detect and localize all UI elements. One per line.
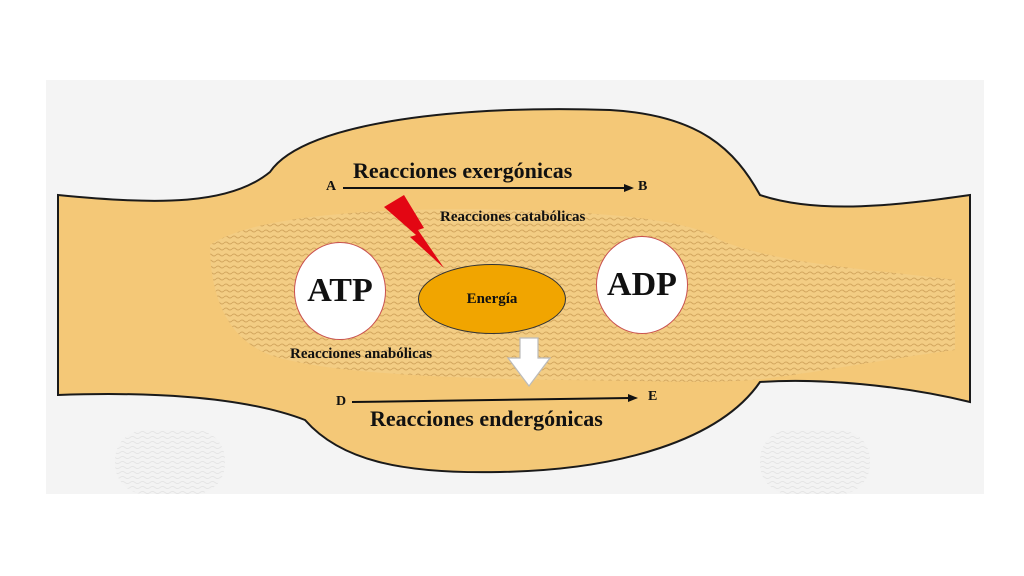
lightning-icon: [384, 195, 444, 268]
exergonic-title: Reacciones exergónicas: [353, 158, 573, 183]
anabolic-label: Reacciones anabólicas: [290, 346, 433, 362]
atp-circle: ATP: [294, 242, 386, 340]
energy-ellipse: Energía: [418, 264, 566, 334]
catabolic-label: Reacciones catabólicas: [440, 209, 586, 225]
energy-label: Energía: [466, 290, 518, 307]
label-a: A: [326, 179, 337, 194]
label-e: E: [648, 389, 658, 404]
down-arrow-icon: [506, 337, 552, 387]
endergonic-arrowhead: [628, 394, 638, 402]
background-texture-right: [760, 430, 870, 494]
endergonic-arrow: [351, 397, 631, 403]
exergonic-arrowhead: [624, 184, 634, 192]
endergonic-title: Reacciones endergónicas: [370, 406, 603, 431]
label-d: D: [336, 394, 347, 409]
label-b: B: [638, 179, 648, 194]
atp-label: ATP: [307, 272, 373, 309]
background-texture-left: [115, 430, 225, 494]
adp-label: ADP: [607, 266, 677, 303]
adp-circle: ADP: [596, 236, 688, 334]
inner-membrane-texture: [210, 209, 955, 382]
